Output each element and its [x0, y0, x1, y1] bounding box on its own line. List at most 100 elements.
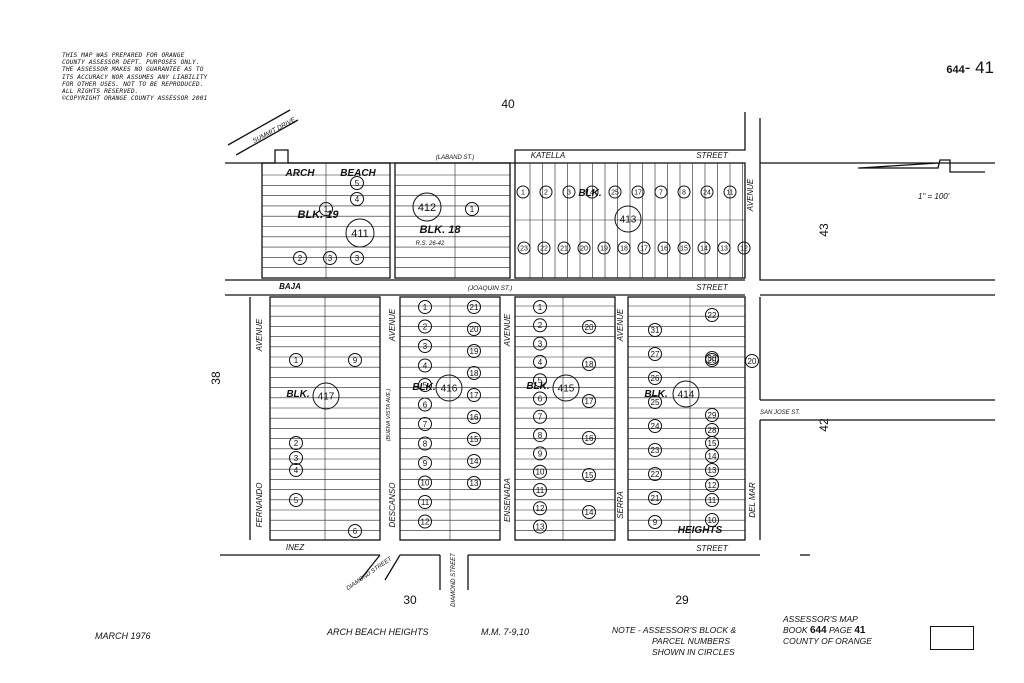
parcel-circle-number: 3: [567, 190, 571, 197]
parcel-circle: [289, 493, 303, 507]
adjacent-page-east: 43: [817, 223, 831, 237]
parcel-circle: [648, 395, 662, 409]
book-reference: ASSESSOR'S MAP BOOK 644 PAGE 41 COUNTY O…: [783, 614, 872, 647]
street-fernando: FERNANDO: [255, 483, 264, 528]
street-baja-suffix: STREET: [696, 283, 729, 292]
parcel-circle: [533, 373, 547, 388]
block-label: BLK. 18: [420, 224, 462, 236]
parcel-circle-number: 13: [536, 522, 545, 531]
parcel-circle-number: 20: [585, 323, 594, 332]
parcel-circle: [697, 241, 711, 255]
parcel-circle: [350, 192, 364, 206]
parcel-circle: [418, 378, 432, 392]
adjacent-page-east: 42: [817, 418, 831, 432]
disclaimer-line: ALL RIGHTS RESERVED.: [62, 88, 139, 96]
street-buena-vista: (BUENA VISTA AVE.): [386, 388, 392, 441]
parcel-circle: [677, 185, 691, 199]
page-number: 41: [854, 625, 866, 636]
street-summit: SUMMIT DRIVE: [252, 116, 298, 145]
block-circle: [312, 382, 340, 410]
parcel-circle: [705, 463, 719, 477]
book-line: COUNTY OF ORANGE: [783, 636, 872, 646]
mm-reference: M.M. 7-9,10: [481, 627, 530, 637]
parcel-circle-number: 19: [470, 347, 479, 356]
parcel-circle: [319, 202, 333, 216]
parcel-circle-number: 1: [423, 303, 428, 312]
street-del-mar: DEL MAR: [748, 482, 757, 518]
parcel-circle-number: 8: [538, 431, 543, 440]
parcel-circle: [648, 491, 662, 505]
parcel-circle-number: 10: [708, 516, 717, 525]
parcel-circle-number: 20: [748, 357, 757, 366]
parcel-circle-number: 22: [540, 246, 548, 253]
parcel-circle-number: 27: [651, 350, 660, 359]
street-diamond: DIAMOND STREET: [346, 556, 394, 592]
street-inez: INEZ: [286, 543, 305, 552]
parcel-circle: [705, 308, 719, 322]
subdivision-heights: HEIGHTS: [678, 525, 723, 536]
parcel-circle-number: 5: [355, 179, 360, 188]
parcel-circle-number: 24: [651, 422, 660, 431]
map-number: 644- 41: [946, 58, 994, 78]
street-baja: BAJA: [279, 282, 301, 291]
book-prefix: BOOK: [783, 625, 808, 635]
parcel-circle-number: 12: [421, 517, 430, 526]
block-circle-number: 413: [620, 215, 637, 226]
parcel-circle-number: 22: [651, 470, 660, 479]
parcel-circle-number: 29: [708, 411, 717, 420]
parcel-circle-number: 13: [708, 466, 717, 475]
parcel-circle: [705, 478, 719, 492]
parcel-circle: [533, 483, 547, 497]
parcel-circle-number: 23: [520, 246, 528, 253]
parcel-circle: [467, 344, 481, 358]
parcel-circle: [533, 318, 547, 333]
parcel-circle: [418, 436, 432, 451]
parcel-circle-number: 2: [538, 321, 543, 330]
parcel-circle-number: 25: [651, 398, 660, 407]
parcel-circle: [533, 428, 547, 443]
parcel-circle: [350, 176, 364, 190]
parcel-circle: [289, 436, 303, 450]
parcel-circle-number: 18: [620, 246, 628, 253]
parcel-circle-number: 1: [294, 356, 299, 365]
parcel-circle-number: 3: [355, 254, 360, 263]
block-label: BLK.: [644, 389, 667, 400]
parcel-circle: [577, 241, 591, 255]
parcel-circle: [289, 451, 303, 465]
parcel-circle-number: 16: [470, 413, 479, 422]
parcel-circle: [533, 519, 547, 534]
parcel-circle-number: 6: [538, 394, 543, 403]
parcel-circle: [582, 320, 596, 334]
parcel-circle-number: 9: [538, 449, 543, 458]
parcel-circle: [562, 185, 576, 199]
parcel-circle: [418, 475, 432, 490]
parcel-circle-number: 14: [470, 457, 479, 466]
parcel-circle: [723, 185, 737, 199]
street-avenue: AVENUE: [746, 178, 755, 212]
parcel-circle-number: 3: [328, 254, 333, 263]
parcel-circle-number: 11: [726, 190, 733, 197]
parcel-circle: [533, 446, 547, 461]
map-page-number: - 41: [964, 58, 994, 77]
parcel-circle-number: 1: [521, 190, 525, 197]
disclaimer-line: FOR OTHER USES. NOT TO BE REPRODUCED.: [62, 80, 204, 88]
parcel-circle: [323, 251, 337, 265]
parcel-circle: [737, 241, 751, 255]
adjacent-page-south: 30: [403, 593, 417, 607]
parcel-circle: [717, 241, 731, 255]
disclaimer-line: THIS MAP WAS PREPARED FOR ORANGE: [62, 52, 185, 59]
subdivision-arch: ARCH: [285, 168, 316, 179]
parcel-circle: [517, 241, 531, 255]
parcel-circle-number: 7: [659, 190, 663, 197]
block-circle: [672, 380, 700, 408]
parcel-circle-number: 30: [708, 354, 717, 363]
block-circle: [412, 192, 442, 222]
parcel-circle: [467, 410, 481, 424]
parcel-circle-number: 3: [423, 342, 428, 351]
parcel-circle-number: 11: [708, 496, 717, 505]
parcel-circle: [537, 241, 551, 255]
parcel-circle-number: 21: [560, 246, 568, 253]
block-label: BLK.: [412, 382, 435, 393]
parcel-circle: [418, 514, 432, 529]
